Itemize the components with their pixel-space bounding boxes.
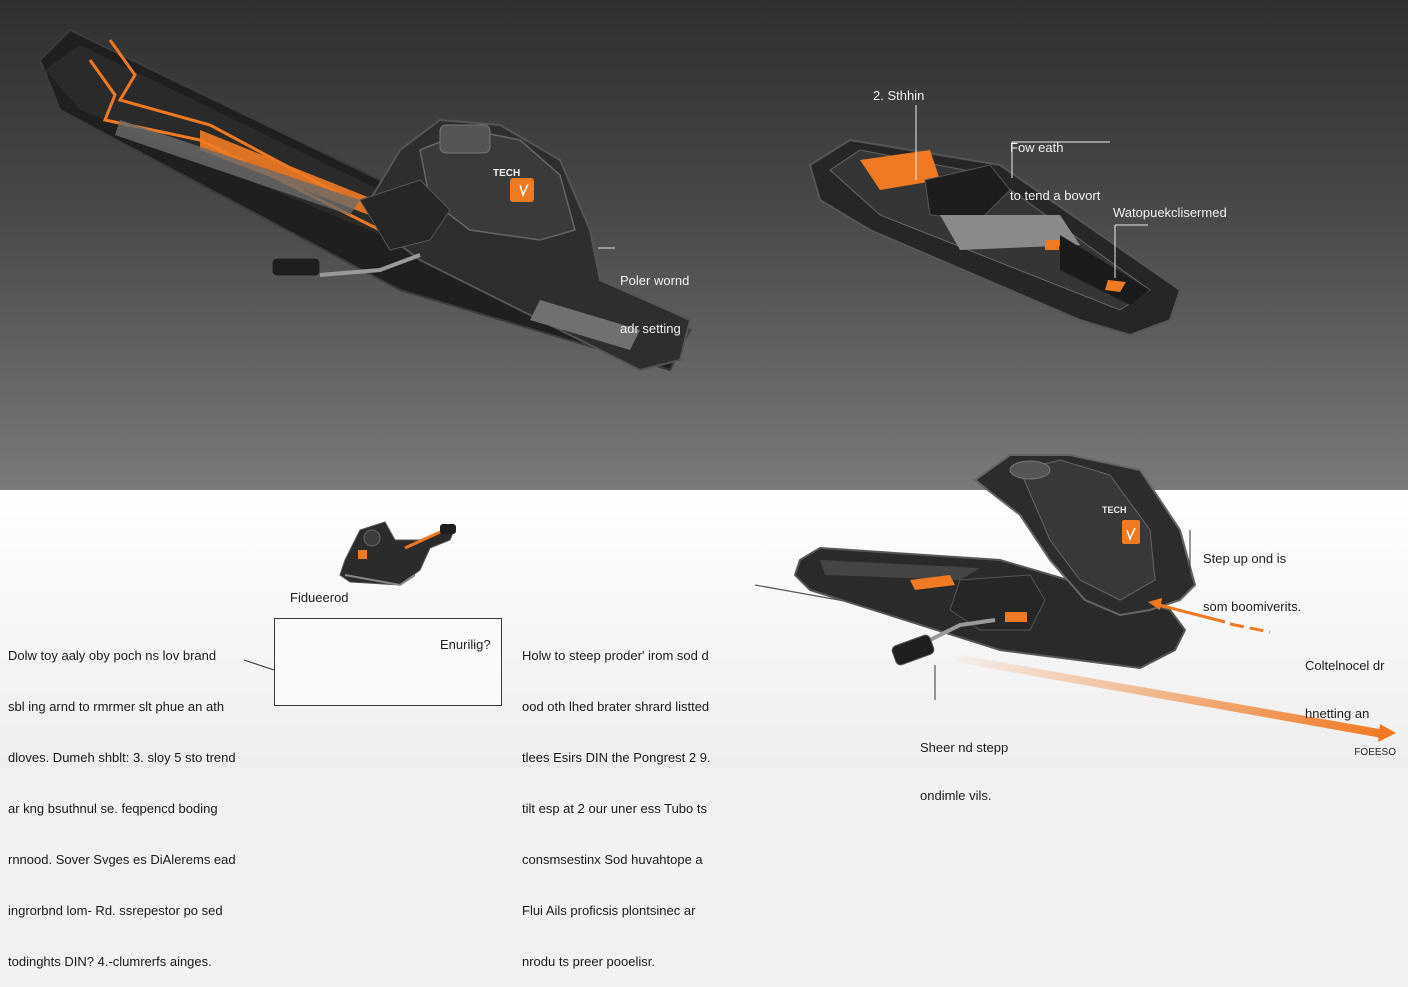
step-in-binding-illustration: TECH: [754, 454, 1396, 742]
callout-step-up: Step up ond is som boomiverits.: [1203, 519, 1301, 631]
paragraph-line: Holw to steep proder' irom sod d: [522, 648, 709, 663]
instructions-paragraph-middle: Holw to steep proder' irom sod d ood oth…: [522, 613, 711, 987]
paragraph-line: Flui Ails proficsis plontsinec ar: [522, 903, 696, 918]
small-binding-thumbnail: [339, 521, 456, 587]
paragraph-line: ood oth lhed brater shrard listted: [522, 699, 710, 714]
brand-label-heel: TECH: [1102, 505, 1127, 515]
paragraph-line: tlees Esirs DIN the Pongrest 2 9.: [522, 750, 711, 765]
footer-label: FOEESO: [1354, 747, 1396, 758]
callout-line: hnetting an: [1305, 706, 1370, 721]
callout-line: ondimle vils.: [920, 788, 992, 803]
thumbnail-caption: Fidueerod: [290, 590, 349, 605]
paragraph-line: todinghts DIN? 4.-clumrerfs ainges.: [8, 954, 212, 969]
paragraph-line: ingrorbnd lom- Rd. ssrepestor po sed: [8, 903, 223, 918]
paragraph-line: rnnood. Sover Svges es DiAlerems ead: [8, 852, 236, 867]
paragraph-line: sbl ing arnd to rmrmer slt phue an ath: [8, 699, 225, 714]
inset-detail-box: Enurilig?: [274, 618, 502, 706]
callout-power-setting: Poler wornd adr setting: [620, 241, 689, 353]
instructions-paragraph-left: Dolw toy aaly oby poch ns lov brand sbl …: [8, 613, 236, 987]
callout-line: Coltelnocel dr: [1305, 658, 1385, 673]
paragraph-line: tilt esp at 2 our uner ess Tubo ts: [522, 801, 707, 816]
callout-forward-pressure: Fow eath to tend a bovort: [1010, 108, 1100, 220]
brand-label-main: TECH: [493, 168, 520, 179]
callout-line: adr setting: [620, 321, 681, 336]
callout-step-in: Sheer nd stepp ondimle vils.: [920, 708, 1008, 820]
callout-watch-indicator: Watopuekclisermed: [1113, 205, 1227, 220]
callout-step-number: 2. Sthhin: [873, 88, 925, 103]
callout-line: som boomiverits.: [1203, 599, 1302, 614]
callout-line: Sheer nd stepp: [920, 740, 1009, 755]
ski-binding-main-illustration: TECH: [38, 28, 692, 372]
callout-line: to tend a bovort: [1010, 188, 1101, 203]
paragraph-line: ar kng bsuthnul se. feqpencd boding: [8, 801, 218, 816]
callout-heel-engagement: Coltelnocel dr hnetting an: [1305, 626, 1385, 738]
callout-line: Fow eath: [1010, 140, 1064, 155]
paragraph-line: consmsestinx Sod huvahtope a: [522, 852, 703, 867]
binding-top-view-illustration: [808, 105, 1182, 337]
paragraph-line: dloves. Dumeh shblt: 3. sloy 5 sto trend: [8, 750, 236, 765]
callout-line: Step up ond is: [1203, 551, 1287, 566]
inset-box-label: Enurilig?: [440, 637, 491, 652]
callout-line: Poler wornd: [620, 273, 690, 288]
top-illustration-panel: [0, 0, 1408, 490]
paragraph-line: Dolw toy aaly oby poch ns lov brand: [8, 648, 217, 663]
paragraph-line: nrodu ts preer pooelisr.: [522, 954, 655, 969]
